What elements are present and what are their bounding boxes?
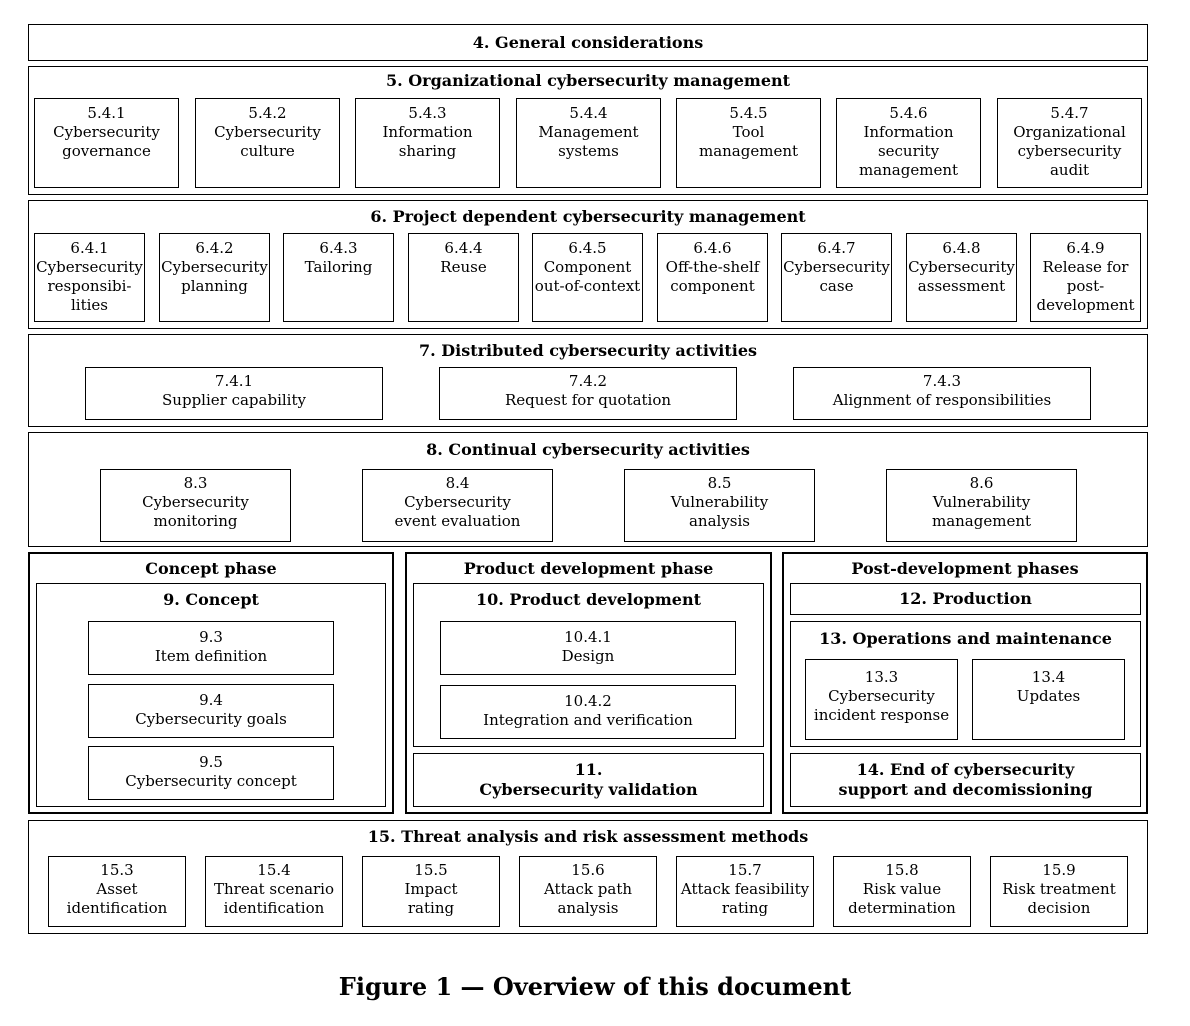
concept-title: 9. Concept <box>163 590 259 609</box>
product-development-title: 10. Product development <box>476 590 701 609</box>
section-6-title: 6. Project dependent cybersecurity manag… <box>370 207 806 226</box>
validation-box: 11. Cybersecurity validation <box>413 753 764 807</box>
section-15-title: 15. Threat analysis and risk assessment … <box>367 827 809 846</box>
section-4-box: 4. General considerations <box>28 24 1148 61</box>
product-phase-title: Product development phase <box>463 559 714 578</box>
section-4-title: 4. General considerations <box>472 33 704 52</box>
section-7-title: 7. Distributed cybersecurity activities <box>418 341 758 360</box>
operations-title: 13. Operations and maintenance <box>819 629 1112 648</box>
figure-caption: Figure 1 — Overview of this document <box>338 972 852 1001</box>
post-phase-title: Post-development phases <box>851 559 1079 578</box>
concept-phase-title: Concept phase <box>145 559 277 578</box>
section-5-title: 5. Organizational cybersecurity manageme… <box>385 71 791 90</box>
production-box: 12. Production <box>790 583 1141 615</box>
section-8-title: 8. Continual cybersecurity activities <box>426 440 750 459</box>
end-of-support-box: 14. End of cybersecurity support and dec… <box>790 753 1141 807</box>
